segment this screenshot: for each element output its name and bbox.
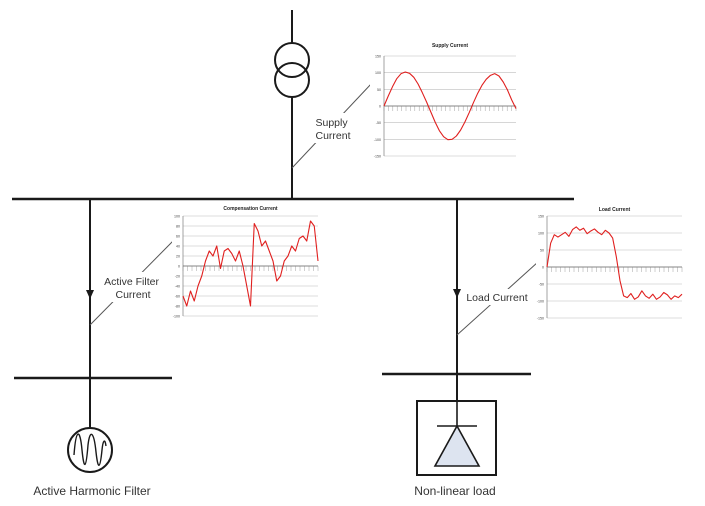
diode-load-icon (416, 400, 497, 476)
y-tick-label: 100 (174, 215, 180, 219)
load-current-label: Load Current (466, 292, 527, 304)
active-filter-current-label: Active Filter Current (104, 276, 162, 301)
supply-current-label: Supply Current (315, 117, 350, 142)
chart-background (536, 204, 685, 324)
chart-title: Load Current (599, 207, 631, 213)
y-tick-label: -40 (175, 285, 180, 289)
y-tick-label: 40 (176, 245, 180, 249)
series-line (182, 220, 319, 307)
y-tick-label: 0 (178, 265, 180, 269)
active-harmonic-filter-label: Active Harmonic Filter (33, 484, 150, 498)
y-tick-label: 60 (176, 235, 180, 239)
chart-background (172, 203, 321, 319)
series-line (546, 226, 683, 300)
y-tick-label: 50 (377, 88, 381, 92)
chart-title: Supply Current (432, 43, 468, 49)
y-tick-label: -100 (173, 315, 180, 319)
y-tick-label: 80 (176, 225, 180, 229)
y-tick-label: -150 (374, 155, 381, 159)
y-tick-label: -100 (374, 138, 381, 142)
y-tick-label: 100 (538, 232, 544, 236)
load-branch-arrow (453, 289, 461, 298)
non-linear-load-label: Non-linear load (414, 484, 495, 498)
y-tick-label: -60 (175, 295, 180, 299)
y-tick-label: 0 (542, 266, 544, 270)
y-tick-label: 150 (375, 55, 381, 59)
filter-waveform-icon (67, 427, 113, 473)
y-tick-label: -50 (376, 121, 381, 125)
compensation-current-chart: Compensation Current 100 80 60 40 20 0 -20 -40 -6… (172, 203, 321, 319)
chart-title: Compensation Current (223, 206, 278, 212)
load-current-chart: Load Current 150 100 50 0 -50 -100 -150 (536, 204, 685, 324)
transformer-icon (274, 42, 310, 98)
y-tick-label: 20 (176, 255, 180, 259)
y-tick-label: -150 (537, 317, 544, 321)
y-tick-label: 100 (375, 71, 381, 75)
series-line (383, 71, 517, 141)
supply-current-chart: Supply Current 150 100 50 0 -50 -100 -150 (370, 40, 522, 170)
y-tick-label: -50 (539, 283, 544, 287)
filter-branch-arrow (86, 290, 94, 299)
y-tick-label: -20 (175, 275, 180, 279)
y-tick-label: 150 (538, 215, 544, 219)
y-tick-label: -80 (175, 305, 180, 309)
y-tick-label: 50 (540, 249, 544, 253)
y-tick-label: -100 (537, 300, 544, 304)
y-tick-label: 0 (379, 105, 381, 109)
chart-background (370, 40, 522, 170)
